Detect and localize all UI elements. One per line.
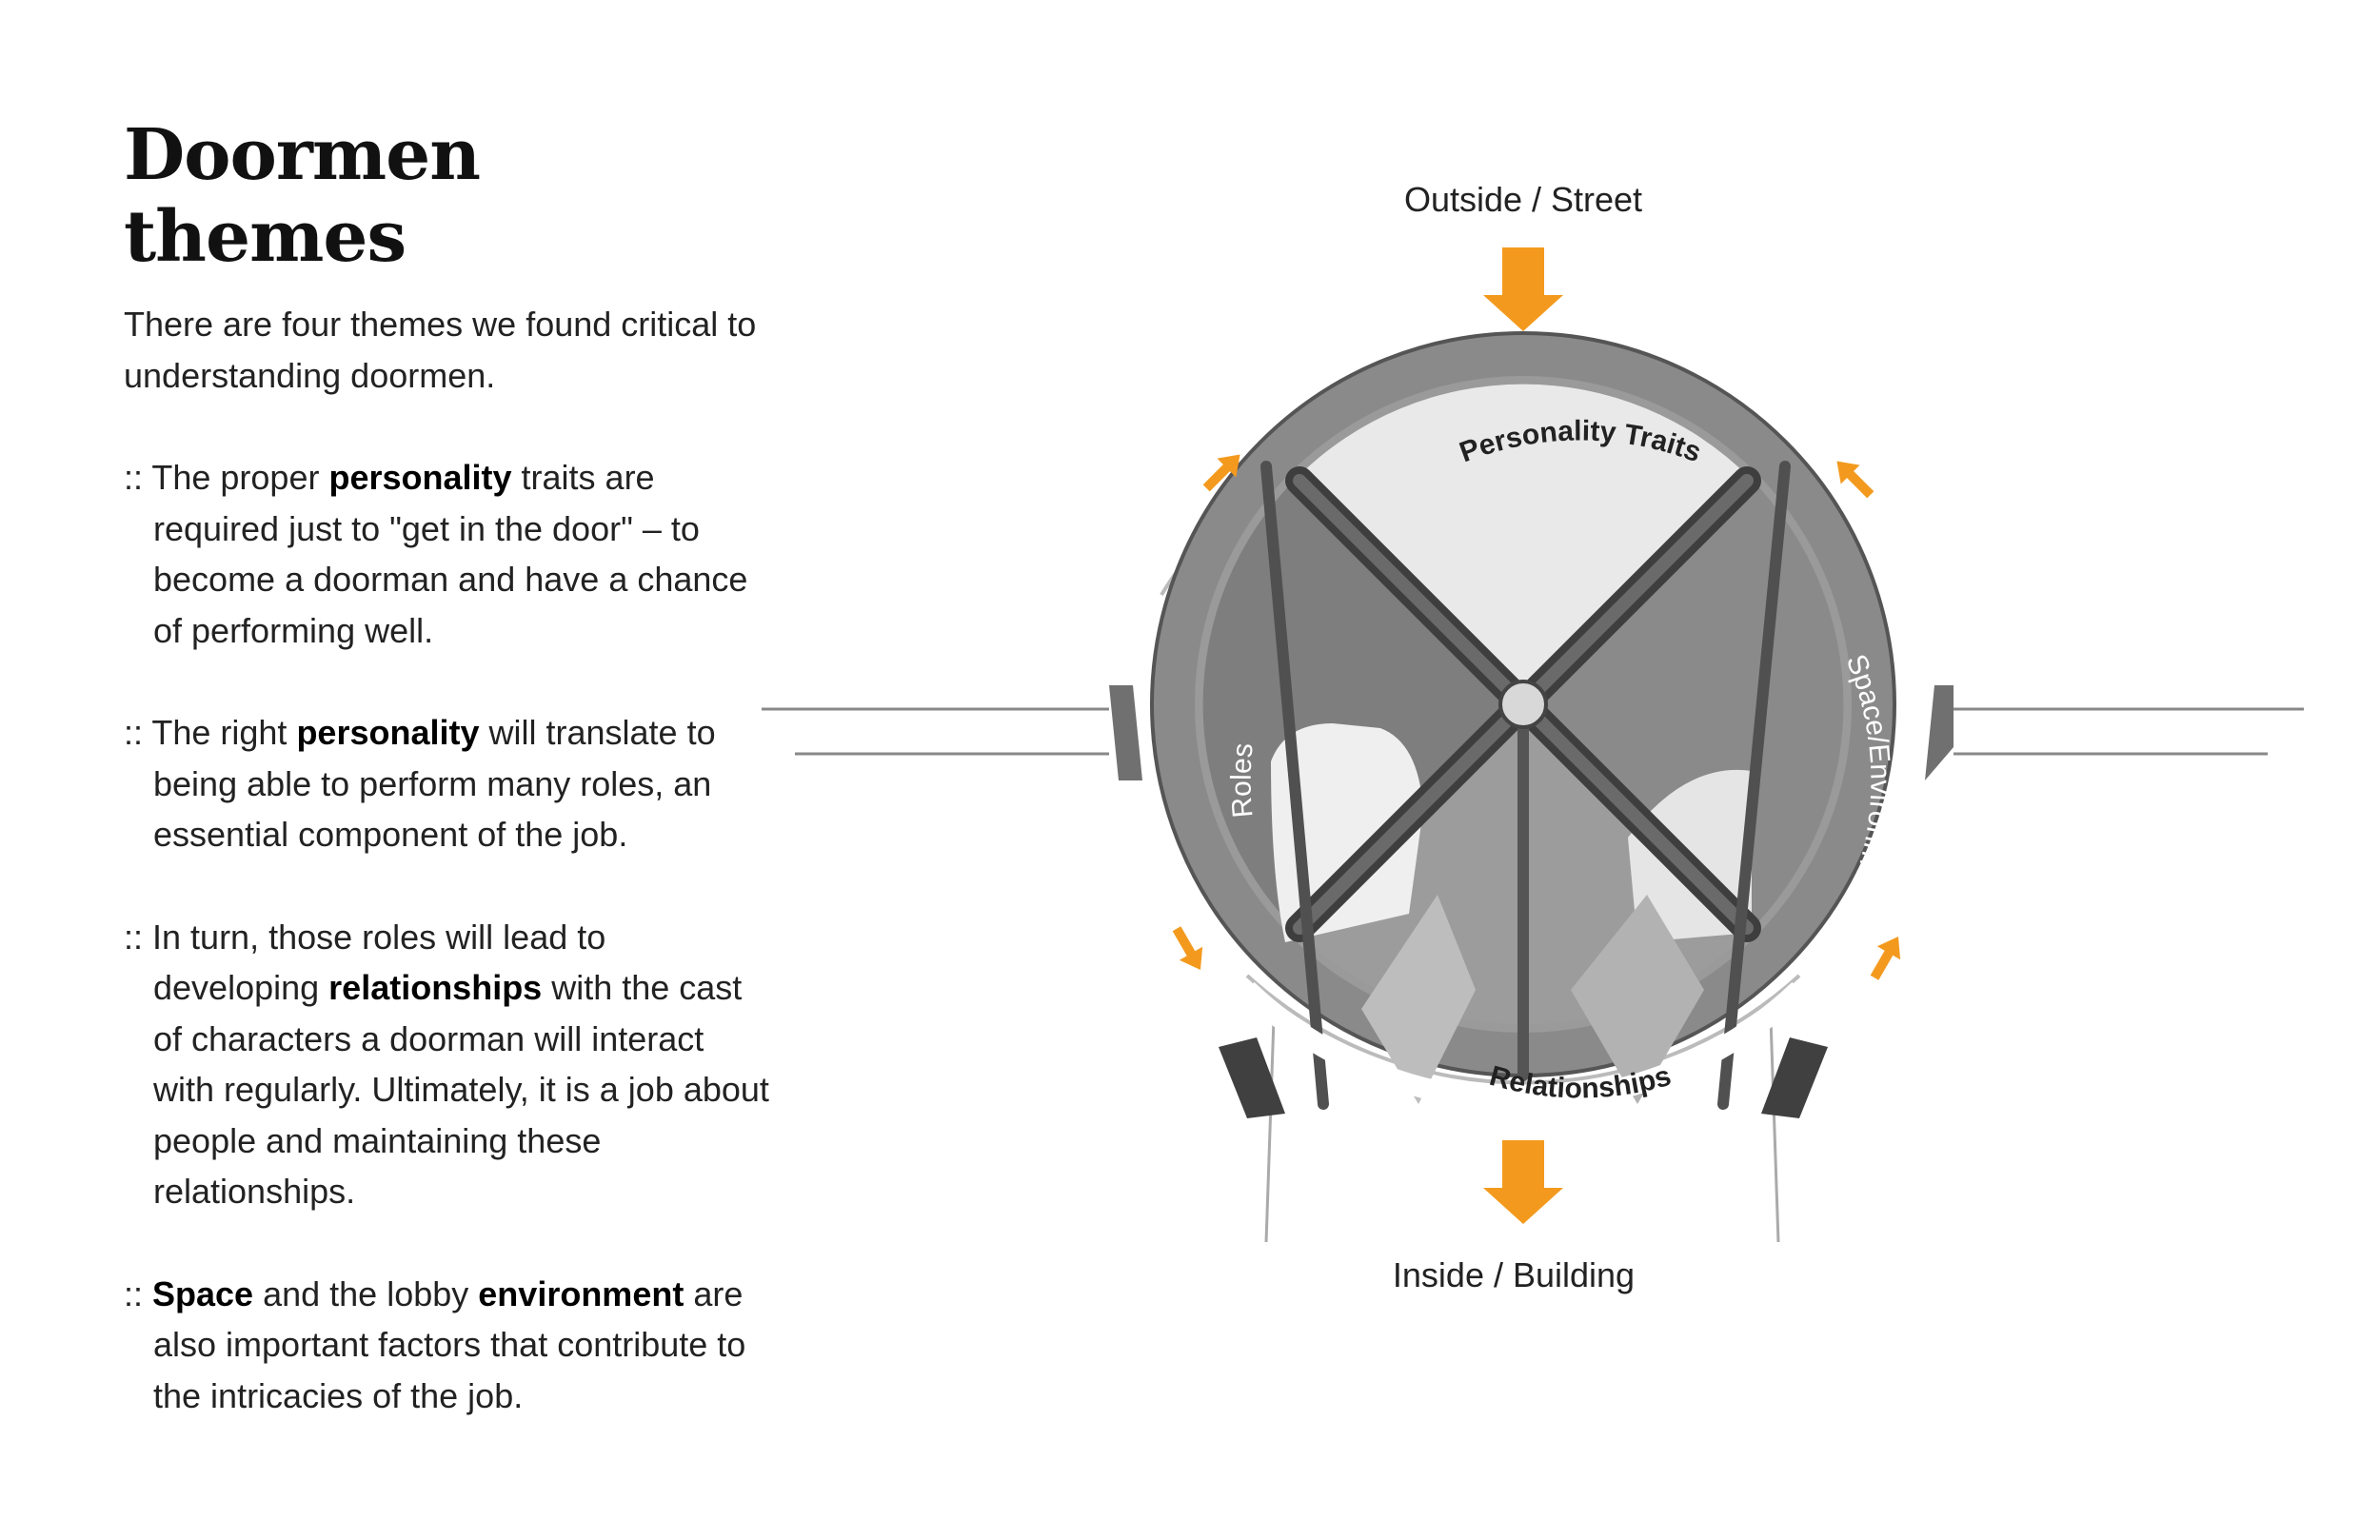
theme-item: :: The proper personality traits are req…	[124, 452, 771, 656]
space-quadrant	[1523, 478, 1844, 931]
down-arrow-bottom-icon	[1483, 1140, 1563, 1224]
intro-text: There are four themes we found critical …	[124, 305, 757, 395]
page-title: Doormen themes	[124, 114, 481, 278]
beam-ends	[1219, 1037, 1828, 1118]
theme-text: with the cast of characters a doorman wi…	[153, 968, 769, 1211]
interior-panel-left-low	[1361, 895, 1476, 1104]
theme-item: :: The right personality will translate …	[124, 707, 771, 860]
revolving-door-diagram: Outside / Street Inside / Building	[752, 152, 2323, 1342]
bullet-prefix: ::	[124, 1273, 153, 1313]
flow-arrow-upper-left-icon	[1202, 454, 1240, 492]
bullet-prefix: ::	[124, 458, 152, 497]
theme-keyword: environment	[478, 1273, 684, 1313]
theme-keyword: personality	[328, 458, 512, 497]
theme-keyword: Space	[152, 1273, 254, 1313]
theme-keyword: personality	[296, 713, 480, 752]
flow-arrow-lower-left-icon	[1172, 926, 1203, 971]
flow-arrow-upper-right-icon	[1836, 461, 1874, 499]
theme-keyword: relationships	[328, 968, 543, 1007]
bullet-prefix: ::	[124, 713, 152, 752]
wall-lines	[762, 707, 2304, 1243]
theme-text: In turn, those roles will lead to develo…	[152, 917, 606, 1008]
theme-item: :: Space and the lobby environment are a…	[124, 1269, 771, 1422]
center-axle	[1498, 680, 1548, 729]
bullet-prefix: ::	[124, 917, 153, 957]
wall-stubs	[1109, 685, 1954, 780]
theme-text: traits are required just to "get in the …	[153, 458, 748, 650]
outside-street-label: Outside / Street	[1404, 180, 1642, 219]
interior-panel-right-low	[1571, 895, 1704, 1104]
personality-quadrant	[1297, 384, 1750, 704]
inside-building-label: Inside / Building	[1393, 1255, 1635, 1294]
theme-item: :: In turn, those roles will lead to dev…	[124, 912, 771, 1217]
theme-text: and the lobby	[253, 1273, 479, 1313]
down-arrow-top-icon	[1483, 247, 1563, 331]
theme-text: are also important factors that contribu…	[153, 1273, 746, 1415]
theme-text: The proper	[151, 458, 329, 497]
theme-list: :: The proper personality traits are req…	[124, 452, 771, 1421]
theme-text: will translate to being able to perform …	[153, 713, 716, 854]
text-panel: Doormen themes There are four themes we …	[124, 114, 771, 1472]
flow-arrow-lower-right-icon	[1870, 936, 1901, 980]
theme-text: The right	[151, 713, 297, 752]
bottom-arc-band	[1240, 982, 1807, 1112]
